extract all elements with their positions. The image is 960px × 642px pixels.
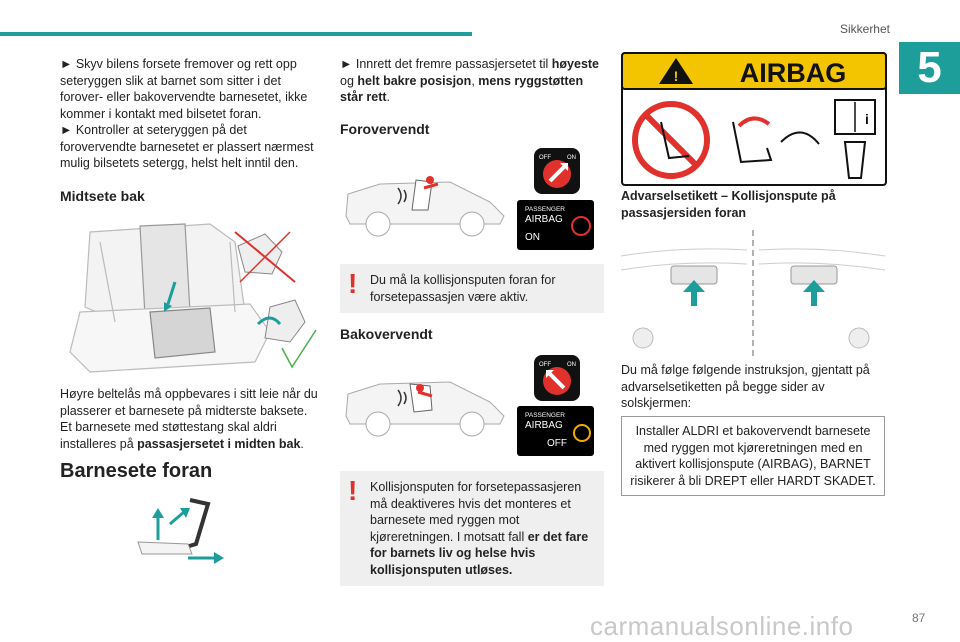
indicator-airbag-label-2: AIRBAG [525, 420, 563, 431]
forward-facing-car-illustration [345, 176, 505, 237]
airbag-on-indicator: PASSENGER AIRBAG ON [517, 200, 594, 250]
watermark: carmanualsonline.info [590, 611, 854, 641]
support-leg-note: Et barnesete med støttestang skal aldri … [60, 419, 325, 452]
switch-off-label: OFF [539, 155, 551, 161]
airbag-warning-label: ! AIRBAG i [621, 52, 887, 186]
front-seat-end: . [386, 90, 391, 104]
instruction-1: ► Skyv bilens forsete fremover og rett o… [60, 57, 308, 121]
warning-rearward-text: Kollisjonsputen for forsetepassasjeren m… [370, 480, 582, 544]
switch-on-label-2: ON [567, 362, 576, 368]
warning-text-forward: Du må la kollisjonsputen foran for forse… [370, 273, 556, 304]
warning-rearward-bold: er det fare for barnets liv og helse hvi… [370, 529, 589, 577]
airbag-switch-on-icon: OFF ON [534, 148, 580, 194]
support-leg-end: . [300, 436, 304, 451]
rear-facing-car-illustration [345, 381, 505, 437]
indicator-airbag-label: AIRBAG [525, 214, 563, 225]
page-number: 87 [912, 611, 926, 625]
header-accent-bar [0, 32, 472, 36]
warning-exclamation-icon-2: ! [348, 475, 358, 506]
heading-midtsete-bak: Midtsete bak [60, 188, 145, 204]
airbag-switch-off-icon: OFF ON [534, 355, 580, 401]
airbag-label-word: AIRBAG [740, 58, 847, 88]
svg-text:i: i [865, 111, 869, 127]
front-seat-bold-2: helt bakre posisjon [357, 73, 472, 88]
heading-barnesete-foran: Barnesete foran [60, 460, 213, 482]
front-seat-paragraph: ► Innrett det fremre passasjersetet til … [340, 56, 605, 106]
warning-box-forward: ! Du må la kollisjonsputen foran for for… [340, 264, 604, 313]
warning-box-rearward: ! Kollisjonsputen for forsetepassasjeren… [340, 471, 604, 586]
svg-text:!: ! [674, 68, 679, 84]
warning-text-rearward: Kollisjonsputen for forsetepassasjeren m… [370, 479, 594, 578]
warning-exclamation-icon: ! [348, 268, 358, 299]
switch-off-label-2: OFF [539, 362, 551, 368]
label-caption: Advarselsetikett – Kollisjonspute på pas… [621, 189, 836, 220]
heading-forovervendt: Forovervendt [340, 121, 430, 137]
front-seat-join-1: og [340, 73, 358, 88]
indicator-off-label: OFF [547, 438, 567, 449]
visor-warning-instruction: Installer ALDRI et bakovervendt barneset… [621, 416, 885, 496]
belt-buckle-note: Høyre beltelås må oppbevares i sitt leie… [60, 387, 318, 418]
indicator-on-label: ON [525, 232, 540, 243]
support-leg-text: Et barnesete med støttestang skal aldri … [60, 420, 277, 451]
section-title: Sikkerhet [839, 22, 890, 36]
sun-visor-illustration [621, 230, 886, 356]
support-leg-bold: passasjersetet i midten bak [137, 436, 301, 451]
rear-seat-illustration [69, 223, 317, 373]
heading-bakovervendt: Bakovervendt [340, 326, 433, 342]
child-seat-off-icon [573, 424, 591, 442]
intro-paragraph: ► Skyv bilens forsete fremover og rett o… [60, 56, 325, 172]
front-seat-bold-1: høyeste [551, 57, 600, 71]
child-seat-icon [571, 216, 591, 236]
front-seat-text: ► Innrett det fremre passasjersetet til [340, 57, 552, 71]
airbag-off-indicator: PASSENGER AIRBAG OFF [517, 406, 594, 456]
switch-on-label: ON [567, 155, 576, 161]
instruction-2: ► Kontroller at seteryggen på det forove… [60, 123, 314, 170]
front-seat-bold-3: mens ryggstøtten står rett [340, 73, 584, 105]
front-seat-adjust-illustration [137, 498, 224, 564]
indicator-passenger-label: PASSENGER [525, 206, 565, 213]
front-seat-join-2: , [471, 73, 479, 88]
indicator-passenger-label-2: PASSENGER [525, 412, 565, 419]
chapter-tab: 5 [899, 42, 960, 94]
visor-instruction-paragraph: Du må følge følgende instruksjon, gjenta… [621, 363, 870, 410]
midtsete-paragraph: Høyre beltelås må oppbevares i sitt leie… [60, 386, 325, 452]
